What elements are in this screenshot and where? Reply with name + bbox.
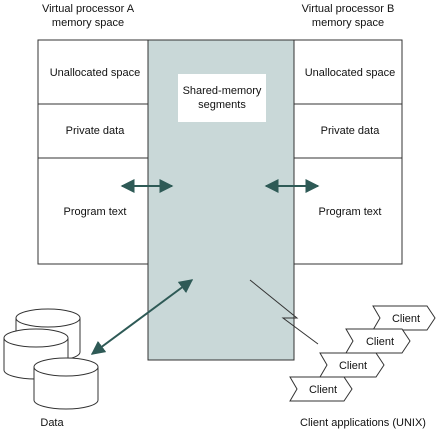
data-shared-arrow [90, 279, 194, 355]
vp-a-memory-space [37, 39, 149, 265]
vp-b-memory-space [293, 39, 403, 265]
shared-memory-label-box [178, 74, 266, 122]
vp-b-title-line1: Virtual processor B [302, 3, 395, 15]
vp-b-private-label: Private data [321, 125, 381, 137]
client-tag-1: Client [372, 305, 436, 331]
database-icon [3, 308, 99, 410]
client-tag-4-label: Client [309, 384, 337, 396]
shared-memory-label-line2: segments [198, 99, 246, 111]
vp-a-program-label: Program text [64, 206, 127, 218]
vp-b-title-line2: memory space [312, 17, 384, 29]
client-tag-1-label: Client [392, 313, 420, 325]
vp-b-program-label: Program text [319, 206, 382, 218]
client-tag-3: Client [319, 352, 385, 378]
client-tag-4: Client [289, 376, 353, 402]
shared-memory-label-line1: Shared-memory [183, 85, 262, 97]
vp-a-title-line2: memory space [52, 17, 124, 29]
client-connection-line [249, 279, 319, 345]
client-applications-label: Client applications (UNIX) [300, 417, 426, 429]
vp-a-title-line1: Virtual processor A [42, 3, 135, 15]
data-label: Data [40, 417, 64, 429]
vp-b-unallocated-label: Unallocated space [305, 67, 396, 79]
vp-a-unallocated-label: Unallocated space [50, 67, 141, 79]
client-tag-2-label: Client [366, 336, 394, 348]
client-tag-3-label: Client [339, 360, 367, 372]
vp-a-private-label: Private data [66, 125, 126, 137]
client-tag-2: Client [345, 328, 411, 354]
